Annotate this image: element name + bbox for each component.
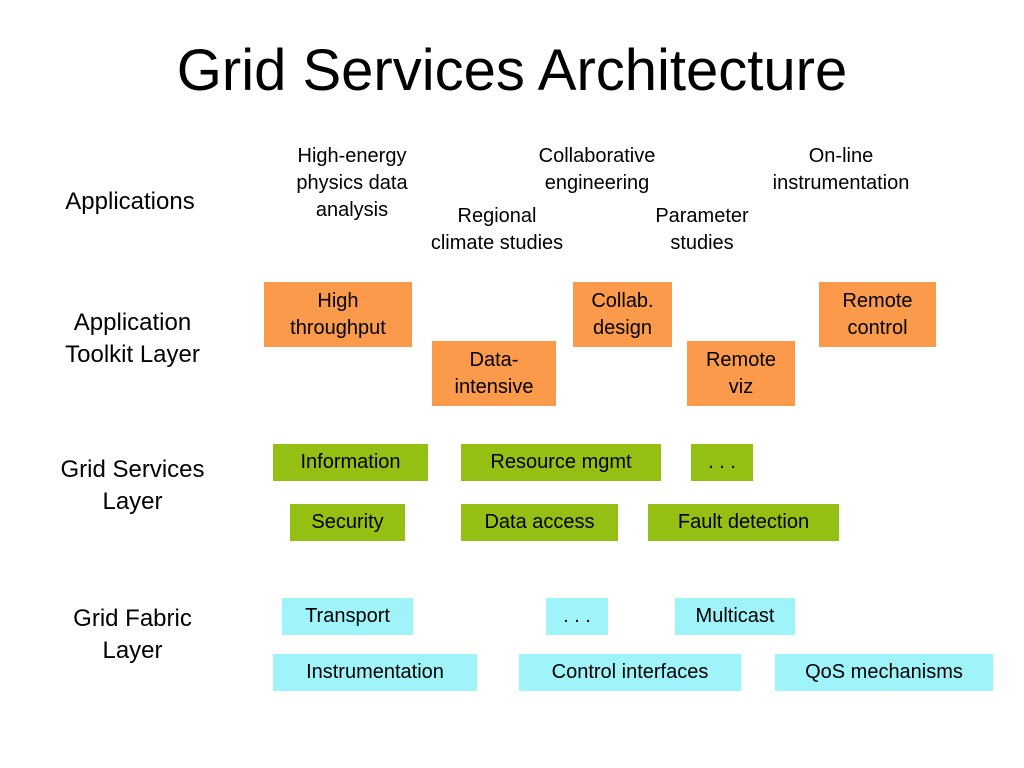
- service-resource-mgmt: Resource mgmt: [461, 444, 661, 481]
- service-security: Security: [290, 504, 405, 541]
- app-line: analysis: [315, 199, 389, 221]
- box-line: Collab.: [591, 289, 654, 312]
- box-label: Fault detection: [677, 511, 810, 533]
- app-online-instrumentation: On-line instrumentation: [742, 143, 940, 197]
- fabric-instrumentation: Instrumentation: [273, 654, 477, 691]
- box-line: viz: [728, 375, 754, 398]
- fabric-control-interfaces: Control interfaces: [519, 654, 741, 691]
- box-line: Data-: [469, 348, 519, 371]
- layer-label-applications: Applications: [20, 186, 240, 218]
- layer-label-fabric-line1: Grid Fabric: [73, 605, 192, 632]
- app-line: engineering: [544, 172, 650, 194]
- app-line: studies: [670, 232, 734, 254]
- app-line: instrumentation: [772, 172, 910, 194]
- app-line: High-energy: [297, 145, 407, 167]
- service-data-access: Data access: [461, 504, 618, 541]
- box-line: High: [317, 289, 359, 312]
- app-parameter-studies: Parameter studies: [630, 203, 774, 257]
- layer-label-toolkit: Application Toolkit Layer: [20, 307, 245, 372]
- app-collaborative-engineering: Collaborative engineering: [506, 143, 688, 197]
- box-label: Security: [311, 511, 384, 533]
- layer-label-fabric-line2: Layer: [102, 637, 163, 665]
- toolkit-data-intensive: Data-intensive: [432, 341, 556, 406]
- box-label: Control interfaces: [551, 661, 709, 683]
- layer-label-toolkit-line1: Application: [73, 309, 192, 336]
- app-line: On-line: [808, 145, 874, 167]
- toolkit-high-throughput: High throughput: [264, 282, 412, 347]
- service-information: Information: [273, 444, 428, 481]
- box-label: Resource mgmt: [490, 451, 632, 473]
- layer-label-services-line2: Layer: [102, 488, 163, 516]
- service-fault-detection: Fault detection: [648, 504, 839, 541]
- service-ellipsis: . . .: [691, 444, 753, 481]
- box-line: intensive: [454, 375, 534, 398]
- toolkit-collab-design: Collab. design: [573, 282, 672, 347]
- fabric-qos-mechanisms: QoS mechanisms: [775, 654, 993, 691]
- app-line: Collaborative: [538, 145, 656, 167]
- box-label: Instrumentation: [306, 661, 444, 683]
- app-regional-climate: Regional climate studies: [404, 203, 590, 257]
- fabric-ellipsis: . . .: [546, 598, 608, 635]
- box-label: . . .: [708, 451, 736, 473]
- box-label: Information: [300, 451, 401, 473]
- layer-label-toolkit-line2: Toolkit Layer: [65, 341, 200, 369]
- box-label: QoS mechanisms: [805, 661, 963, 683]
- box-line: throughput: [290, 316, 386, 339]
- toolkit-remote-control: Remote control: [819, 282, 936, 347]
- app-high-energy-physics: High-energy physics data analysis: [262, 143, 442, 224]
- layer-label-services: Grid Services Layer: [20, 454, 245, 519]
- app-line: physics data: [296, 172, 408, 194]
- fabric-transport: Transport: [282, 598, 413, 635]
- layer-label-services-line1: Grid Services: [60, 456, 205, 483]
- box-label: . . .: [563, 605, 591, 627]
- box-label: Transport: [305, 605, 390, 627]
- app-line: Parameter: [655, 205, 749, 227]
- box-label: Multicast: [695, 605, 775, 627]
- app-line: Regional: [457, 205, 537, 227]
- layer-label-fabric: Grid Fabric Layer: [20, 603, 245, 668]
- box-line: Remote: [705, 348, 777, 371]
- fabric-multicast: Multicast: [675, 598, 795, 635]
- layer-label-applications-text: Applications: [65, 188, 195, 215]
- box-label: Data access: [484, 511, 595, 533]
- toolkit-remote-viz: Remote viz: [687, 341, 795, 406]
- slide-title: Grid Services Architecture: [176, 38, 848, 103]
- box-line: Remote: [842, 289, 913, 312]
- app-line: climate studies: [430, 232, 564, 254]
- box-line: design: [593, 316, 652, 339]
- box-line: control: [847, 316, 908, 339]
